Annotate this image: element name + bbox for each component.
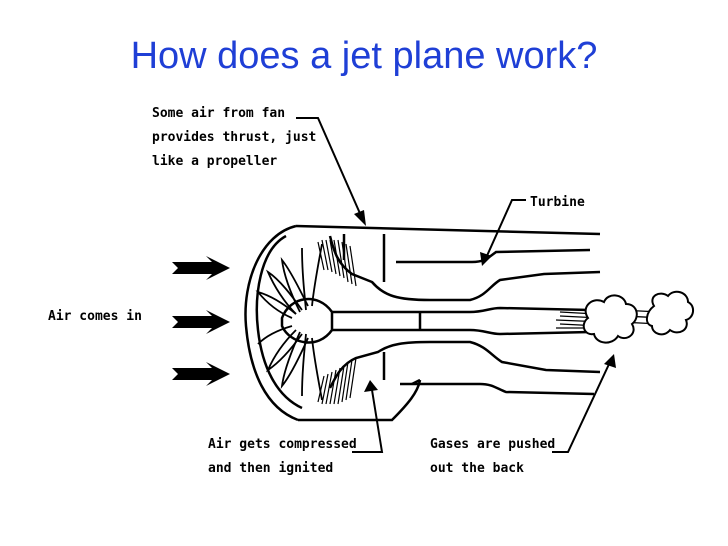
label-fan-air-line-1: Some air from fan bbox=[152, 106, 285, 121]
intake-arrow-icon bbox=[172, 362, 230, 386]
turbine-shell-top bbox=[396, 248, 591, 264]
label-air-comes-in: Air comes in bbox=[48, 309, 142, 324]
exhaust-streak-lines bbox=[555, 311, 605, 329]
fan-blade bbox=[280, 331, 309, 390]
label-fan-air: Some air from fan provides thrust, just … bbox=[152, 106, 316, 169]
core-top-contour bbox=[328, 235, 601, 302]
compressor-top-hatch bbox=[317, 239, 357, 287]
fan-blade bbox=[255, 290, 297, 319]
label-fan-air-line-3: like a propeller bbox=[152, 154, 277, 169]
label-fan-air-line-2: provides thrust, just bbox=[152, 130, 316, 145]
exhaust-puff-icon bbox=[582, 294, 638, 344]
leader-compressed bbox=[352, 389, 384, 453]
fan-blades bbox=[255, 243, 323, 401]
shaft-top bbox=[332, 306, 591, 314]
leader-fan-air bbox=[296, 117, 363, 219]
exhaust-puff-icon bbox=[646, 290, 694, 336]
nacelle-top-edge bbox=[295, 224, 601, 236]
core-bottom-contour bbox=[328, 340, 601, 389]
leader-arrowheads bbox=[354, 210, 616, 392]
nacelle-inner-lip bbox=[255, 234, 303, 410]
fan-blade bbox=[311, 337, 323, 401]
fan-blade bbox=[265, 329, 303, 373]
turbine-shell-bottom bbox=[400, 382, 595, 396]
intake-arrows bbox=[172, 256, 230, 386]
label-compressed-line-2: and then ignited bbox=[208, 461, 333, 476]
label-exhaust-line-2: out the back bbox=[430, 461, 524, 476]
shaft-bottom bbox=[332, 328, 591, 336]
intake-arrow-icon bbox=[172, 310, 230, 334]
intake-arrow-icon bbox=[172, 256, 230, 280]
fan-blade bbox=[257, 325, 293, 345]
compressor-bottom-hatch bbox=[317, 357, 357, 405]
nacelle-bottom-cut bbox=[298, 379, 422, 422]
label-compressed: Air gets compressed and then ignited bbox=[208, 437, 357, 476]
compressor-stages bbox=[317, 239, 357, 405]
label-compressed-line-1: Air gets compressed bbox=[208, 437, 357, 452]
leader-lines bbox=[296, 117, 611, 453]
arrowhead-compressed bbox=[364, 380, 378, 392]
fan-blade bbox=[265, 269, 303, 315]
slide-title: How does a jet plane work? bbox=[130, 35, 598, 77]
label-exhaust: Gases are pushed out the back bbox=[430, 437, 555, 476]
engine-body bbox=[244, 224, 601, 422]
arrowhead-exhaust bbox=[604, 354, 616, 368]
exhaust-puffs bbox=[582, 290, 694, 344]
fan-blade bbox=[311, 243, 323, 307]
nacelle-front-lip bbox=[244, 224, 299, 422]
label-exhaust-line-1: Gases are pushed bbox=[430, 437, 555, 452]
leader-turbine bbox=[485, 199, 526, 259]
fan-blade bbox=[301, 333, 307, 397]
arrowhead-fan-air bbox=[354, 210, 366, 226]
fan-blade bbox=[301, 247, 307, 311]
label-turbine: Turbine bbox=[530, 195, 585, 210]
leader-exhaust bbox=[552, 361, 611, 453]
